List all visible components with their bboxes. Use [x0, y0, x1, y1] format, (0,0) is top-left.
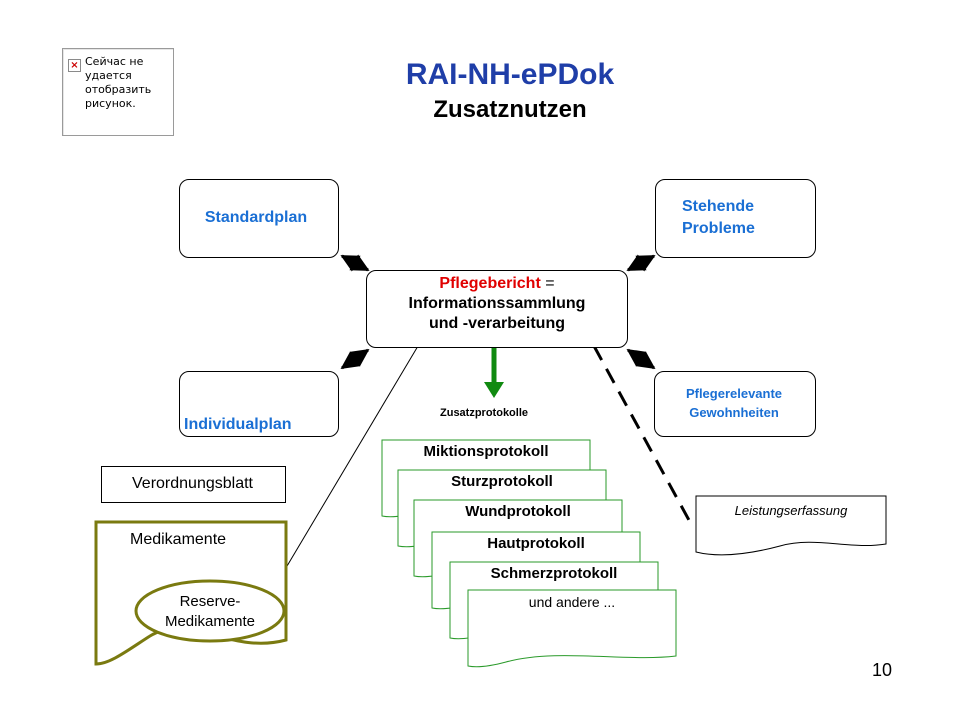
leistungserfassung-label: Leistungserfassung [734, 503, 848, 518]
line-reserve-medikamente [267, 345, 419, 599]
protocol-label-sturz: Sturzprotokoll [451, 473, 553, 490]
arrow-standardplan [340, 254, 370, 272]
reserve-medikamente-label: Reserve- Medikamente [164, 593, 256, 630]
pflegebericht-box [366, 270, 628, 348]
dashed-line-leistungserfassung [592, 345, 692, 523]
medikamente-label: Medikamente [130, 531, 227, 548]
protocol-label-miktion: Miktionsprotokoll [423, 443, 549, 460]
pflegerelevante-box [654, 371, 816, 437]
protocol-label-schmerz: Schmerzprotokoll [490, 565, 618, 582]
page-number: 10 [872, 660, 893, 680]
pflegebericht-equals: = [540, 275, 555, 292]
pflegerelevante-label: Pflegerelevante Gewohnheiten [685, 386, 783, 420]
standardplan-box [179, 179, 339, 258]
page-subtitle: Zusatznutzen [433, 96, 587, 123]
protocol-doc-6 [467, 589, 677, 668]
protocol-label-wund: Wundprotokoll [465, 503, 571, 520]
pflegebericht-line3: und -verarbeitung [428, 315, 565, 332]
protocol-label-und-andere: und andere ... [528, 594, 616, 610]
arrow-pflegerelevante [626, 348, 656, 370]
page-title: RAI-NH-ePDok [405, 58, 615, 91]
verordnungsblatt-label: Verordnungsblatt [132, 475, 253, 492]
individualplan-label: Individualplan [184, 416, 292, 433]
stehende-probleme-label: Stehende Probleme [682, 198, 755, 237]
verordnungsblatt-box [101, 466, 286, 503]
arrow-individualplan [340, 348, 370, 370]
arrow-stehende-probleme [626, 254, 656, 272]
stehende-probleme-box [655, 179, 816, 258]
protocol-label-haut: Hautprotokoll [487, 535, 585, 552]
broken-image-x-icon: × [68, 59, 81, 72]
broken-image-placeholder: × Сейчас не удается отобразить рисунок. [62, 48, 174, 136]
zusatzprotokolle-label: Zusatzprotokolle [440, 407, 529, 419]
standardplan-label: Standardplan [204, 209, 308, 226]
pflegebericht-text: Pflegebericht = Informationssammlung und… [368, 274, 626, 334]
reserve-ellipse [134, 579, 286, 643]
green-arrow-head [484, 382, 504, 398]
pflegebericht-line1: Pflegebericht = [368, 274, 626, 294]
individualplan-box [179, 371, 339, 437]
image-placeholder-text: Сейчас не удается отобразить рисунок. [85, 55, 152, 110]
pflegebericht-line2: Informationssammlung [408, 295, 586, 312]
pflegebericht-red-label: Pflegebericht [439, 275, 541, 292]
leistungserfassung-document-shape [695, 495, 887, 556]
